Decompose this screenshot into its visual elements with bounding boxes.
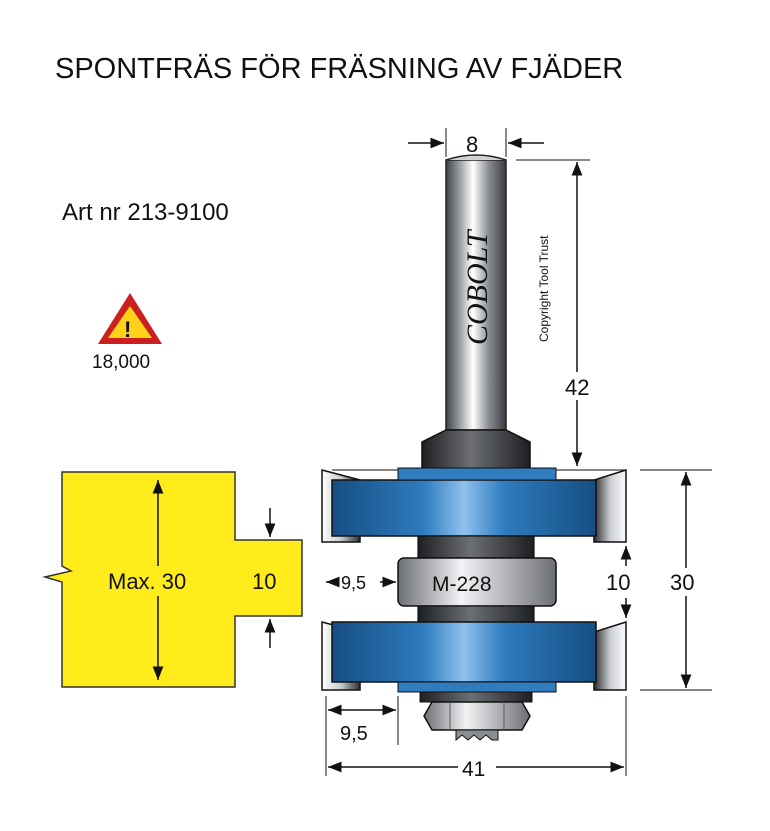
dim-cut-height: 30 xyxy=(640,469,712,691)
max-rpm: 18,000 xyxy=(92,352,150,373)
svg-text:30: 30 xyxy=(670,570,694,595)
profile-max-label: Max. 30 xyxy=(108,569,186,594)
svg-text:41: 41 xyxy=(462,758,485,781)
article-number: Art nr 213-9100 xyxy=(62,199,229,226)
svg-text:42: 42 xyxy=(565,375,589,400)
svg-text:10: 10 xyxy=(606,570,630,595)
dim-cut-depth: 9,5 xyxy=(325,696,399,776)
tongue-profile: Max. 30 10 xyxy=(42,471,303,688)
dim-total-diameter: 41 xyxy=(328,696,627,781)
dim-gap-height: 10 xyxy=(606,546,632,618)
router-bit: COBOLT M-228 xyxy=(321,154,627,742)
dim-bearing-offset: 9,5 xyxy=(326,573,396,593)
dim-shank-length: 42 xyxy=(516,159,596,466)
svg-text:!: ! xyxy=(124,317,131,342)
page-title: SPONTFRÄS FÖR FRÄSNING AV FJÄDER xyxy=(55,53,623,85)
svg-text:8: 8 xyxy=(466,132,478,157)
copyright-label: Copyright Tool Trust xyxy=(537,235,551,342)
svg-text:9,5: 9,5 xyxy=(340,723,368,745)
profile-tongue-label: 10 xyxy=(252,569,276,594)
svg-text:9,5: 9,5 xyxy=(341,573,366,593)
brand-label: COBOLT xyxy=(461,228,494,345)
dim-shank-diameter: 8 xyxy=(408,128,544,157)
bearing-label: M-228 xyxy=(432,573,492,596)
warning-triangle-icon: ! xyxy=(98,293,162,344)
